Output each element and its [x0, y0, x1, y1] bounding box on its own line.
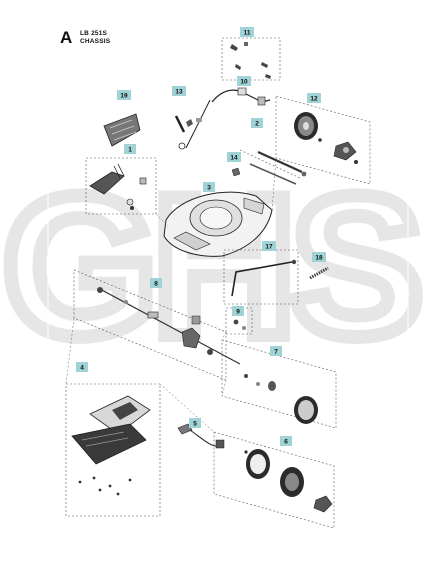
svg-text:4: 4 — [80, 365, 84, 372]
callout-10: 10 — [237, 76, 251, 86]
callout-3: 3 — [203, 182, 215, 192]
part-2-rods — [239, 149, 307, 185]
svg-text:8: 8 — [154, 281, 158, 288]
model-label: LB 251S — [80, 30, 108, 37]
part-4-housing — [65, 383, 161, 517]
part-11-clips — [221, 37, 281, 81]
part-19-cover — [103, 113, 141, 147]
part-12-rear-wheel — [275, 95, 371, 185]
part-13-cable — [174, 99, 211, 150]
part-7-front-wheel — [221, 339, 337, 429]
svg-text:5: 5 — [193, 421, 197, 428]
svg-text:1: 1 — [128, 147, 132, 154]
callout-11: 11 — [240, 27, 254, 37]
svg-text:19: 19 — [120, 93, 128, 100]
part-5-bracket — [177, 423, 225, 449]
watermark: GHS — [2, 155, 417, 378]
svg-text:14: 14 — [230, 155, 238, 162]
page-frame — [47, 17, 409, 549]
callout-6: 6 — [280, 436, 292, 446]
part-10-cable — [211, 87, 271, 106]
svg-text:2: 2 — [255, 121, 259, 128]
leader-lines — [65, 157, 277, 433]
part-18-spring — [309, 266, 329, 280]
callout-14: 14 — [227, 152, 241, 162]
svg-text:17: 17 — [265, 244, 273, 251]
callout-18: 18 — [312, 252, 326, 262]
part-14-clip — [231, 167, 241, 177]
callout-19: 19 — [117, 90, 131, 100]
part-3-deck — [163, 191, 273, 257]
section-letter: A — [60, 28, 73, 47]
callout-1: 1 — [124, 144, 136, 154]
svg-text:12: 12 — [310, 96, 318, 103]
callout-13: 13 — [172, 86, 186, 96]
part-6-wheels — [213, 431, 335, 529]
svg-text:7: 7 — [274, 349, 278, 356]
section-title: CHASSIS — [80, 38, 111, 45]
part-17-handle — [223, 249, 299, 305]
callout-4: 4 — [76, 362, 88, 372]
svg-text:3: 3 — [207, 185, 211, 192]
callout-17: 17 — [262, 241, 276, 251]
callout-7: 7 — [270, 346, 282, 356]
svg-text:9: 9 — [236, 309, 240, 316]
callout-8: 8 — [150, 278, 162, 288]
callout-12: 12 — [307, 93, 321, 103]
callout-9: 9 — [232, 306, 244, 316]
svg-text:18: 18 — [315, 255, 323, 262]
svg-text:13: 13 — [175, 89, 183, 96]
svg-text:11: 11 — [244, 30, 251, 37]
callout-2: 2 — [251, 118, 263, 128]
callout-5: 5 — [189, 418, 201, 428]
svg-text:6: 6 — [284, 439, 288, 446]
svg-text:10: 10 — [240, 79, 248, 86]
